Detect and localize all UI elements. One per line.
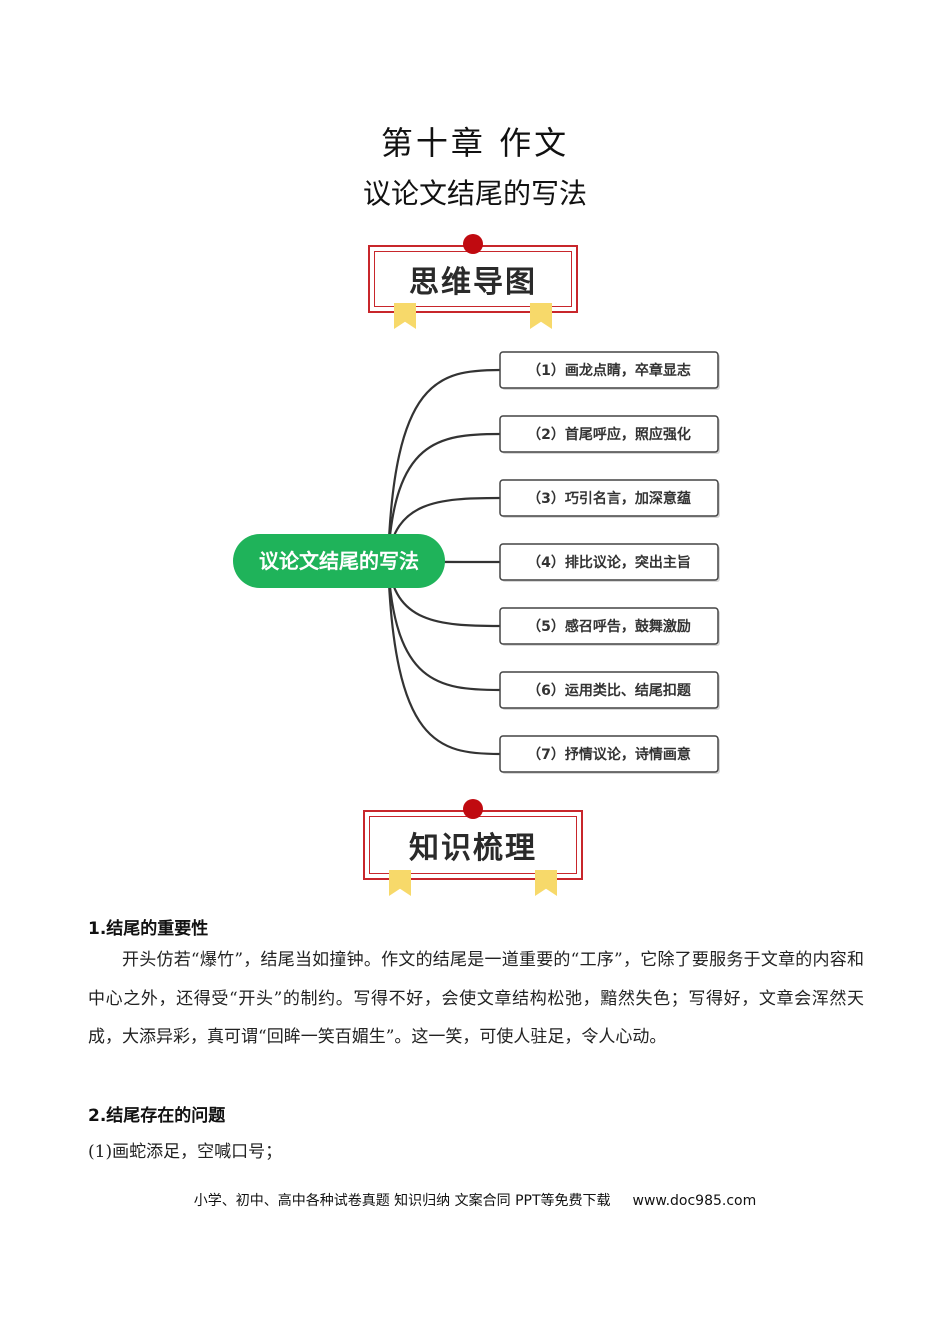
branch-node-label: （3）巧引名言，加深意蕴 bbox=[527, 490, 691, 507]
footer: 小学、初中、高中各种试卷真题 知识归纳 文案合同 PPT等免费下载 www.doc… bbox=[0, 1190, 950, 1210]
branch-connector bbox=[386, 368, 501, 562]
page-subtitle: 议论文结尾的写法 bbox=[362, 177, 587, 210]
ribbon-left-icon bbox=[389, 870, 411, 896]
branch-node bbox=[499, 607, 719, 645]
ribbon-left-icon bbox=[394, 303, 416, 329]
branch-node-label: （6）运用类比、结尾扣题 bbox=[527, 682, 692, 699]
branch-node bbox=[499, 543, 719, 581]
section1-heading: 1.结尾的重要性 bbox=[88, 919, 209, 939]
branch-node-label: （1）画龙点睛，卒章显志 bbox=[527, 362, 691, 379]
branch-connector bbox=[386, 560, 501, 692]
branch-node bbox=[499, 351, 719, 389]
center-node bbox=[233, 534, 445, 588]
section2-item: (1)画蛇添足，空喊口号； bbox=[88, 1142, 283, 1162]
red-dot-icon bbox=[463, 234, 483, 254]
center-node-label: 议论文结尾的写法 bbox=[259, 549, 419, 573]
footer-url: www.doc985.com bbox=[632, 1193, 757, 1209]
red-dot-icon bbox=[463, 799, 483, 819]
branch-connector bbox=[386, 560, 501, 756]
knowledge-banner-label: 知识梳理 bbox=[409, 831, 537, 866]
footer-text: 小学、初中、高中各种试卷真题 知识归纳 文案合同 PPT等免费下载 bbox=[193, 1193, 611, 1209]
ribbon-right-icon bbox=[530, 303, 552, 329]
branch-node bbox=[499, 671, 719, 709]
chapter-title: 第十章 作文 bbox=[380, 124, 570, 162]
section1-paragraph: 开头仿若“爆竹”，结尾当如撞钟。作文的结尾是一道重要的“工序”，它除了要服务于文… bbox=[88, 950, 864, 1047]
mindmap-banner-label: 思维导图 bbox=[409, 265, 537, 300]
branch-node-label: （7）抒情议论，诗情画意 bbox=[527, 746, 691, 763]
branch-node-label: （4）排比议论，突出主旨 bbox=[527, 554, 691, 571]
ribbon-right-icon bbox=[535, 870, 557, 896]
branch-node bbox=[499, 479, 719, 517]
branch-node bbox=[499, 415, 719, 453]
branch-connector bbox=[386, 432, 501, 562]
branch-node bbox=[499, 735, 719, 773]
knowledge-banner: 知识梳理 bbox=[363, 799, 583, 896]
mind-map: 议论文结尾的写法 （1）画龙点睛，卒章显志 （2）首尾呼应，照应强化 （3）巧引名言，… bbox=[233, 351, 720, 774]
branch-node-label: （2）首尾呼应，照应强化 bbox=[527, 426, 691, 443]
branch-node-label: （5）感召呼告，鼓舞激励 bbox=[527, 618, 691, 635]
mindmap-banner: 思维导图 bbox=[368, 234, 578, 329]
section2-heading: 2.结尾存在的问题 bbox=[88, 1106, 226, 1126]
